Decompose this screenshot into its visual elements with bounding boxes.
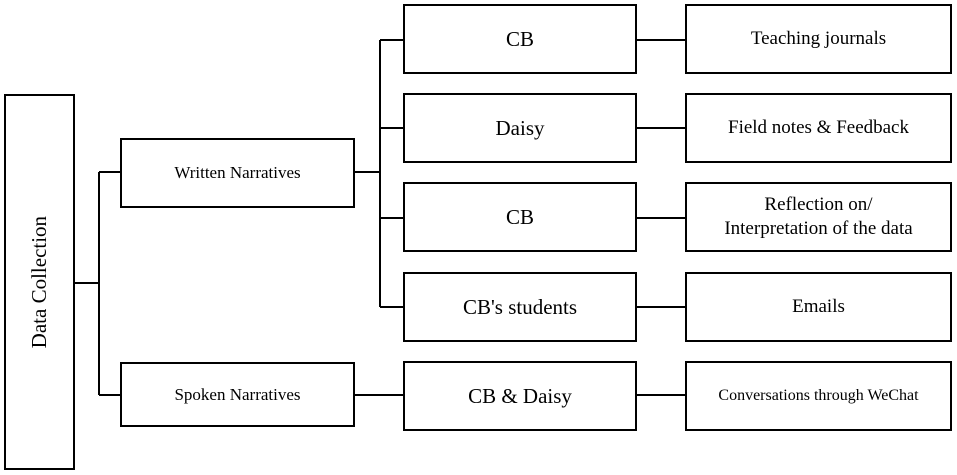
source-node-cb-students: CB's students [403, 272, 637, 342]
source-label: CB's students [462, 294, 578, 319]
data-label: Conversations through WeChat [718, 387, 919, 404]
source-label: CB & Daisy [468, 383, 572, 408]
data-node-wechat-conversations: Conversations through WeChat [685, 361, 952, 431]
source-node-cb-and-daisy: CB & Daisy [403, 361, 637, 431]
source-node-cb-2: CB [403, 182, 637, 252]
data-collection-label: Data Collection [27, 215, 52, 349]
source-label: CB [505, 204, 534, 229]
data-node-emails: Emails [685, 272, 952, 342]
data-label: Reflection on/ Interpretation of the dat… [724, 194, 913, 239]
source-node-daisy: Daisy [403, 93, 637, 163]
data-label: Emails [792, 296, 845, 318]
data-label: Teaching journals [750, 28, 887, 50]
data-node-reflection: Reflection on/ Interpretation of the dat… [685, 182, 952, 252]
data-collection-node: Data Collection [4, 94, 75, 470]
spoken-narratives-label: Spoken Narratives [174, 384, 301, 404]
source-node-cb-1: CB [403, 4, 637, 74]
source-label: Daisy [495, 115, 545, 140]
source-label: CB [505, 26, 534, 51]
written-narratives-label: Written Narratives [174, 163, 301, 183]
spoken-narratives-node: Spoken Narratives [120, 362, 355, 427]
written-narratives-node: Written Narratives [120, 138, 355, 208]
data-node-field-notes: Field notes & Feedback [685, 93, 952, 163]
data-node-teaching-journals: Teaching journals [685, 4, 952, 74]
data-label: Field notes & Feedback [728, 117, 909, 139]
